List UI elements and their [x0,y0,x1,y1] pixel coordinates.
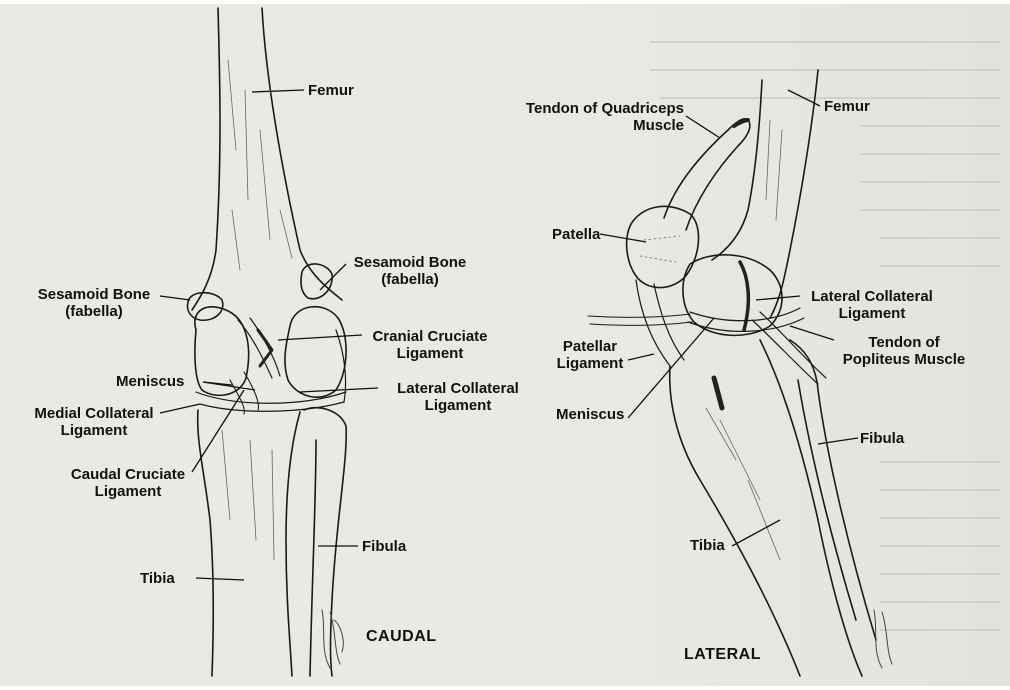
caudal-fibula-label: Fibula [362,538,406,555]
caudal-lateral-collateral-line2: Ligament [378,397,538,414]
lateral-tendon-popliteus-label: Tendon of Popliteus Muscle [834,334,974,368]
lateral-tendon-popliteus-line2: Popliteus Muscle [834,351,974,368]
caudal-sesamoid-left-line2: (fabella) [26,303,162,320]
caudal-medial-collateral-label: Medial Collateral Ligament [26,405,162,439]
caudal-tibia-label: Tibia [140,570,175,587]
caudal-caudal-cruciate-label: Caudal Cruciate Ligament [60,466,196,500]
lateral-view-label: LATERAL [684,646,761,663]
lateral-lateral-collateral-line1: Lateral Collateral [796,288,948,305]
caudal-cranial-cruciate-line1: Cranial Cruciate [360,328,500,345]
lateral-patella-label: Patella [552,226,600,243]
lateral-meniscus-label: Meniscus [556,406,624,423]
lateral-fibula-label: Fibula [860,430,904,447]
caudal-caudal-cruciate-line1: Caudal Cruciate [60,466,196,483]
lateral-patellar-ligament-line1: Patellar [552,338,628,355]
caudal-medial-collateral-line2: Ligament [26,422,162,439]
caudal-medial-collateral-line1: Medial Collateral [26,405,162,422]
lateral-patellar-ligament-label: Patellar Ligament [552,338,628,372]
caudal-sesamoid-right-label: Sesamoid Bone (fabella) [340,254,480,288]
lateral-lateral-collateral-line2: Ligament [796,305,948,322]
caudal-sesamoid-left-line1: Sesamoid Bone [26,286,162,303]
lateral-patellar-ligament-line2: Ligament [552,355,628,372]
caudal-sesamoid-left-label: Sesamoid Bone (fabella) [26,286,162,320]
lateral-tendon-quadriceps-line2: Muscle [504,117,684,134]
caudal-lateral-collateral-label: Lateral Collateral Ligament [378,380,538,414]
caudal-sesamoid-right-line2: (fabella) [340,271,480,288]
caudal-view-label: CAUDAL [366,628,437,645]
lateral-tendon-popliteus-line1: Tendon of [834,334,974,351]
caudal-cranial-cruciate-label: Cranial Cruciate Ligament [360,328,500,362]
caudal-sesamoid-right-line1: Sesamoid Bone [340,254,480,271]
lateral-tendon-quadriceps-label: Tendon of Quadriceps Muscle [504,100,684,134]
lateral-femur-label: Femur [824,98,870,115]
caudal-cranial-cruciate-line2: Ligament [360,345,500,362]
caudal-caudal-cruciate-line2: Ligament [60,483,196,500]
lateral-tibia-label: Tibia [690,537,725,554]
caudal-meniscus-label: Meniscus [116,373,184,390]
lateral-tendon-quadriceps-line1: Tendon of Quadriceps [504,100,684,117]
lateral-lateral-collateral-label: Lateral Collateral Ligament [796,288,948,322]
caudal-lateral-collateral-line1: Lateral Collateral [378,380,538,397]
caudal-femur-label: Femur [308,82,354,99]
